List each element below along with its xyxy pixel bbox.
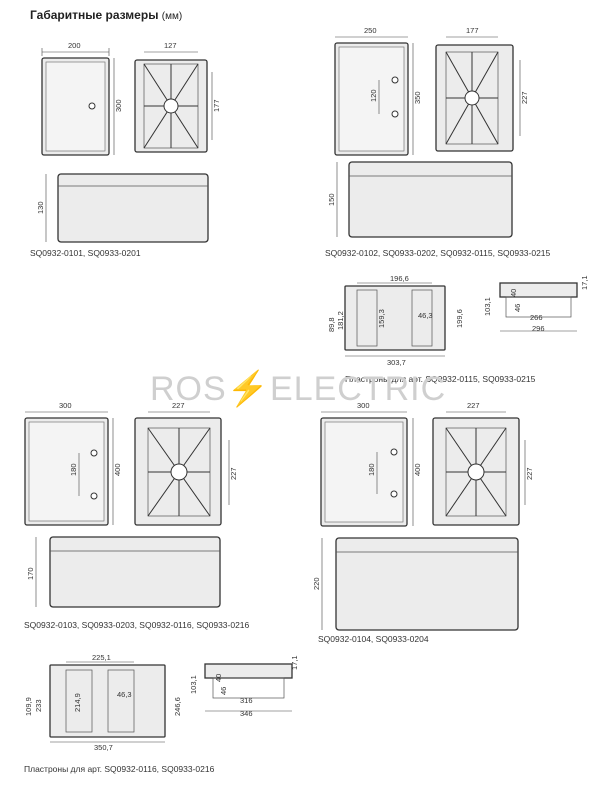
enclosure-a-front: 200 300 <box>41 41 123 156</box>
dim-d-depth: 220 <box>312 577 321 590</box>
dim-p2-w2: 350,7 <box>94 743 113 752</box>
dim-a-height: 300 <box>114 99 123 112</box>
dim-c-width: 300 <box>59 401 72 410</box>
enclosure-d-side: 220 <box>312 537 519 631</box>
caption-4: SQ0932-0103, SQ0933-0203, SQ0932-0116, S… <box>24 620 250 630</box>
dim-c-back-width: 227 <box>172 401 185 410</box>
dim-p2-h5: 246,6 <box>173 697 182 716</box>
enclosure-b-side: 150 <box>327 161 513 238</box>
dim-c-hole: 180 <box>69 463 78 476</box>
dim-d-back-width: 227 <box>467 401 480 410</box>
dim-p1-s6: 296 <box>532 324 545 333</box>
caption-3: Пластроны для арт. SQ0932-0115, SQ0933-0… <box>345 374 536 384</box>
caption-2: SQ0932-0102, SQ0933-0202, SQ0932-0115, S… <box>325 248 551 258</box>
dim-p1-s3: 46 <box>513 304 522 312</box>
dim-p2-s3: 46 <box>219 687 228 695</box>
plastron-2-front: 225,1 350,7 109,9 233 214,9 46,3 246,6 <box>24 653 182 752</box>
plastron-2-side: 103,1 40 46 17,1 316 346 <box>189 655 299 718</box>
dim-b-hole: 120 <box>369 89 378 102</box>
dim-p1-s2: 40 <box>509 289 518 297</box>
enclosure-b-back: 177 227 <box>435 26 529 152</box>
plastron-1-side: 103,1 40 46 17,1 266 296 <box>483 275 589 333</box>
dim-p1-s1: 103,1 <box>483 297 492 316</box>
dim-b-back-width: 177 <box>466 26 479 35</box>
dim-d-hole: 180 <box>367 463 376 476</box>
dim-c-depth: 170 <box>26 567 35 580</box>
dim-p2-s2: 40 <box>214 674 223 682</box>
dim-p2-w1: 225,1 <box>92 653 111 662</box>
dim-p2-h4: 46,3 <box>117 690 132 699</box>
enclosure-d-front: 300 180 400 <box>320 401 422 527</box>
dim-b-width: 250 <box>364 26 377 35</box>
caption-5: SQ0932-0104, SQ0933-0204 <box>318 634 429 644</box>
page-title: Габаритные размеры (мм) <box>30 8 183 22</box>
dim-p2-h3: 214,9 <box>73 693 82 712</box>
dim-p1-h4: 46,3 <box>418 311 433 320</box>
enclosure-a-side: 130 <box>36 173 209 243</box>
enclosure-c-front: 300 180 400 <box>24 401 122 526</box>
enclosure-c-side: 170 <box>26 536 221 608</box>
dim-p1-h2: 181,2 <box>336 311 345 330</box>
caption-6: Пластроны для арт. SQ0932-0116, SQ0933-0… <box>24 764 215 774</box>
dim-p1-h5: 199,6 <box>455 309 464 328</box>
dim-p1-s5: 266 <box>530 313 543 322</box>
dim-p1-w1: 196,6 <box>390 274 409 283</box>
dim-d-height: 400 <box>413 463 422 476</box>
dim-p1-w2: 303,7 <box>387 358 406 367</box>
dim-b-back-height: 227 <box>520 91 529 104</box>
dim-d-back-height: 227 <box>525 467 534 480</box>
caption-1: SQ0932-0101, SQ0933-0201 <box>30 248 141 258</box>
dim-c-height: 400 <box>113 463 122 476</box>
enclosure-b-front: 250 120 350 <box>334 26 422 156</box>
dim-p1-h3: 159,3 <box>377 309 386 328</box>
dim-a-back-width: 127 <box>164 41 177 50</box>
dim-d-width: 300 <box>357 401 370 410</box>
enclosure-c-back: 227 227 <box>134 401 238 526</box>
dim-b-height: 350 <box>413 91 422 104</box>
watermark-logo: ROS⚡ELECTRIC <box>150 370 447 408</box>
enclosure-a-back: 127 177 <box>134 41 221 153</box>
dim-p2-h2: 233 <box>34 699 43 712</box>
dim-p2-h1: 109,9 <box>24 697 33 716</box>
dim-b-depth: 150 <box>327 193 336 206</box>
dim-c-back-height: 227 <box>229 467 238 480</box>
dim-p1-h1: 89,8 <box>327 317 336 332</box>
dim-a-width: 200 <box>68 41 81 50</box>
dim-a-depth: 130 <box>36 201 45 214</box>
dim-p2-s1: 103,1 <box>189 675 198 694</box>
dim-p2-s5: 316 <box>240 696 253 705</box>
dim-a-back-height: 177 <box>212 99 221 112</box>
dim-p2-s6: 346 <box>240 709 253 718</box>
enclosure-d-back: 227 227 <box>432 401 534 526</box>
plastron-1-front: 196,6 303,7 89,8 181,2 159,3 46,3 199,6 <box>327 274 464 367</box>
dim-p1-s4: 17,1 <box>580 275 589 290</box>
dim-p2-s4: 17,1 <box>290 655 299 670</box>
